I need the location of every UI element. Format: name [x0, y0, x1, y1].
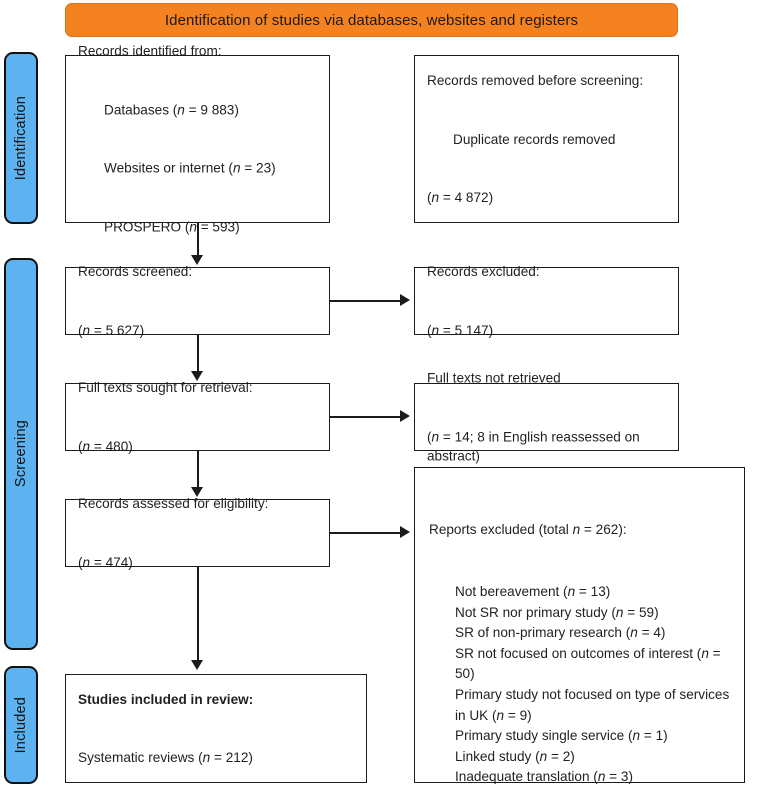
stage-label-identification: Identification — [13, 95, 29, 181]
connector-sought-to-assessed — [197, 451, 199, 489]
reports-excluded-reason: Not bereavement (n = 13) — [455, 583, 611, 599]
reports-excluded-reason: SR of non-primary research (n = 4) — [455, 625, 666, 641]
box-records-assessed: Records assessed for eligibility: (n = 4… — [65, 496, 330, 570]
reports-excluded-reason: SR not focused on outcomes of interest (… — [455, 645, 725, 682]
box-studies-included: Studies included in review: Systematic r… — [65, 674, 367, 783]
box-records-screened-text: Records screened: (n = 5 627) — [78, 223, 323, 379]
box-records-assessed-text: Records assessed for eligibility: (n = 4… — [78, 455, 323, 611]
reports-excluded-reason: Not SR nor primary study (n = 59) — [455, 604, 659, 620]
full-texts-sought-heading: Full texts sought for retrieval: — [78, 380, 253, 395]
box-studies-included-text: Studies included in review: Systematic r… — [78, 651, 360, 788]
studies-included-line: Systematic reviews (n = 212) — [78, 750, 253, 765]
records-identified-line-websites: Websites or internet (n = 23) — [104, 160, 276, 176]
records-removed-duplicates: Duplicate records removed — [453, 131, 616, 147]
box-full-texts-not-retrieved-text: Full texts not retrieved (n = 14; 8 in E… — [427, 329, 672, 505]
box-records-excluded: Records excluded: (n = 5 147) — [414, 264, 679, 338]
box-reports-excluded-text: Reports excluded (total n = 262): Not be… — [429, 479, 738, 788]
box-full-texts-not-retrieved: Full texts not retrieved (n = 14; 8 in E… — [414, 370, 679, 463]
connector-screened-to-excluded — [330, 300, 402, 302]
records-screened-count: (n = 5 627) — [78, 322, 145, 338]
box-records-identified: Records identified from: Databases (n = … — [65, 44, 330, 234]
arrowhead-assessed-to-reports-excluded — [400, 526, 410, 538]
arrowhead-identified-to-screened — [191, 255, 203, 265]
reports-excluded-heading: Reports excluded (total n = 262): — [429, 522, 627, 538]
reports-excluded-reason: Inadequate translation (n = 3) — [455, 769, 633, 785]
reports-excluded-reason: Primary study not focused on type of ser… — [455, 686, 734, 723]
connector-assessed-to-included — [197, 567, 199, 662]
reports-excluded-reason: Primary study single service (n = 1) — [455, 728, 668, 744]
diagram-banner: Identification of studies via databases,… — [65, 3, 678, 37]
records-assessed-heading: Records assessed for eligibility: — [78, 496, 269, 511]
studies-included-heading: Studies included in review: — [78, 691, 254, 707]
arrowhead-sought-to-not-retrieved — [400, 410, 410, 422]
box-records-removed: Records removed before screening: Duplic… — [414, 55, 679, 223]
records-removed-count: (n = 4 872) — [427, 189, 494, 205]
diagram-title: Identification of studies via databases,… — [164, 11, 579, 29]
full-texts-sought-count: (n = 480) — [78, 438, 133, 454]
connector-assessed-to-reports-excluded — [330, 532, 402, 534]
records-identified-line-prospero: PROSPERO (n = 593) — [104, 219, 240, 234]
records-screened-heading: Records screened: — [78, 264, 193, 279]
reports-excluded-reason: Linked study (n = 2) — [455, 748, 575, 764]
box-records-identified-text: Records identified from: Databases (n = … — [78, 3, 323, 276]
connector-identified-to-screened — [197, 223, 199, 257]
full-texts-not-retrieved-count: (n = 14; 8 in English reassessed on abst… — [427, 428, 644, 464]
box-records-excluded-text: Records excluded: (n = 5 147) — [427, 223, 672, 379]
arrowhead-assessed-to-included — [191, 660, 203, 670]
box-records-screened: Records screened: (n = 5 627) — [65, 264, 330, 338]
records-identified-heading: Records identified from: — [78, 43, 222, 59]
arrowhead-sought-to-assessed — [191, 487, 203, 497]
arrowhead-screened-to-sought — [191, 371, 203, 381]
records-assessed-count: (n = 474) — [78, 554, 133, 570]
stage-label-included: Included — [13, 696, 29, 754]
stage-bar-identification: Identification — [4, 52, 38, 224]
records-excluded-count: (n = 5 147) — [427, 322, 494, 338]
box-full-texts-sought: Full texts sought for retrieval: (n = 48… — [65, 380, 330, 454]
box-records-removed-text: Records removed before screening: Duplic… — [427, 32, 672, 247]
stage-label-screening: Screening — [13, 420, 29, 488]
full-texts-not-retrieved-heading: Full texts not retrieved — [427, 370, 561, 386]
box-full-texts-sought-text: Full texts sought for retrieval: (n = 48… — [78, 339, 323, 495]
reports-excluded-reason-list: Not bereavement (n = 13) Not SR nor prima… — [429, 582, 738, 788]
connector-screened-to-sought — [197, 335, 199, 373]
records-excluded-heading: Records excluded: — [427, 264, 540, 279]
box-reports-excluded: Reports excluded (total n = 262): Not be… — [414, 467, 745, 784]
records-identified-line-databases: Databases (n = 9 883) — [104, 102, 239, 117]
stage-bar-included: Included — [4, 666, 38, 784]
stage-bar-screening: Screening — [4, 258, 38, 650]
records-removed-heading: Records removed before screening: — [427, 72, 644, 88]
arrowhead-screened-to-excluded — [400, 294, 410, 306]
connector-sought-to-not-retrieved — [330, 416, 402, 418]
